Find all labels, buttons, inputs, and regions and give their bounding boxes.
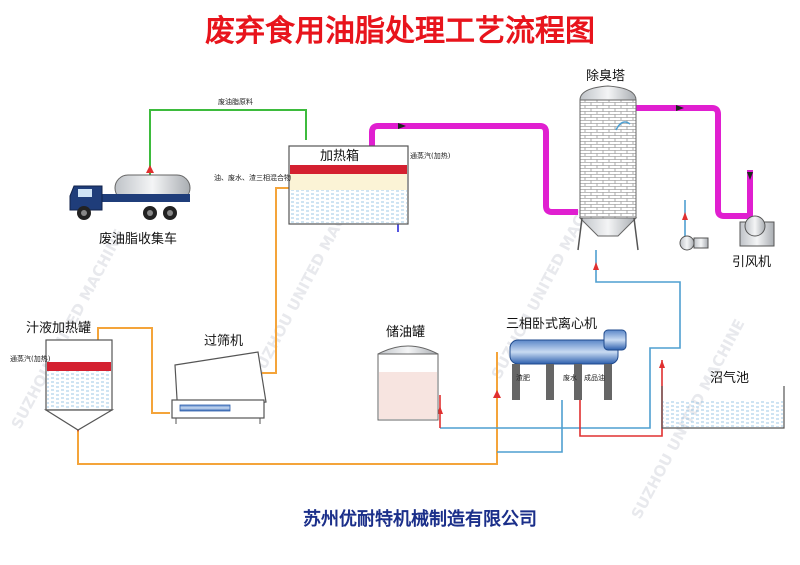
tower-to-fan-exhaust [636,105,753,219]
mixed-label: 油、废水、渣三相混合物 [214,173,291,182]
centrifuge [509,329,627,400]
tower-drain-pipe [440,250,681,429]
tank-to-screen-pipe [97,327,170,414]
deodorizer-tower [577,85,639,251]
exhaust-arrow-3 [747,172,753,180]
screen-to-box-pipe [262,187,290,374]
juice-tank-label: 汁液加热罐 [26,321,91,336]
biogas-label: 沼气池 [710,370,749,386]
pump-arrow [682,212,688,220]
product-arrow [659,360,665,368]
raw-material-pipe [149,109,307,178]
box-to-tower-exhaust [369,123,578,215]
induced-draft-fan [739,215,775,247]
heating-box [288,145,409,225]
raw-material-label: 废油脂原料 [218,97,253,106]
raw-material-arrow [146,165,154,173]
fan-label: 引风机 [732,255,771,270]
diagram-title: 废弃食用油脂处理工艺流程图 [205,14,595,49]
product-oil-label: 成品油 [584,373,605,382]
waste-water-label: 废水 [563,373,577,382]
exhaust-arrow-1 [398,123,406,129]
tank-steam-label: 通蒸汽(加热) [10,354,51,363]
company-name: 苏州优耐特机械制造有限公司 [303,508,537,530]
storage-tank-label: 储油罐 [386,325,425,340]
collection-truck [69,174,191,220]
deodorizer-tower-label: 除臭塔 [586,69,625,84]
circulation-pump [679,235,709,251]
bottom-return-pipe [77,352,498,465]
screen-label: 过筛机 [204,334,243,349]
watermark: SUZHOU UNITED MACHINE SUZHOU UNITED MACH… [8,176,749,522]
drain-arrow [593,262,599,270]
storage-oil-tank [377,345,439,421]
box-steam-label: 通蒸汽(加热) [410,151,451,160]
waste-water-pipe [497,400,563,453]
exhaust-arrow-2 [676,105,684,111]
truck-label: 废油脂收集车 [99,231,177,247]
return-arrow-up [493,390,501,398]
juice-heating-tank [43,339,115,431]
residue-label: 渣肥 [516,373,530,382]
heating-box-label: 加热箱 [320,148,359,164]
centrifuge-label: 三相卧式离心机 [506,316,597,332]
biogas-pool [661,386,785,429]
screen-machine [171,351,267,424]
